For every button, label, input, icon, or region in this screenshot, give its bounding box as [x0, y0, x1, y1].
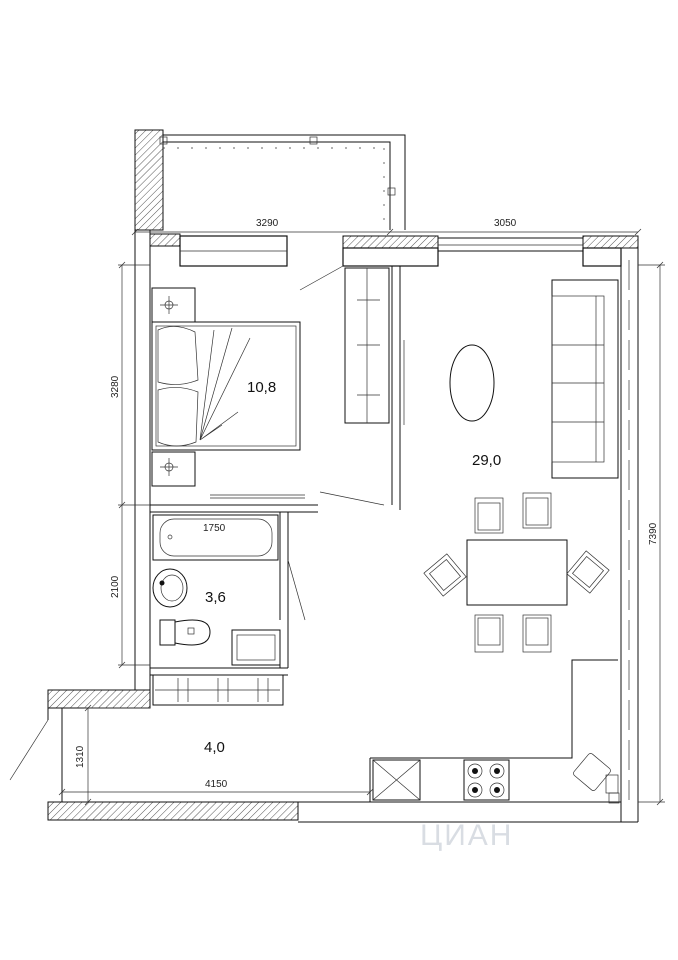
balcony — [134, 129, 406, 231]
pillow-bottom — [157, 387, 199, 447]
living-area-label: 29,0 — [472, 452, 501, 469]
chair — [423, 553, 467, 597]
washing-machine — [231, 629, 281, 666]
kitchen-appliance — [573, 753, 611, 791]
left-bath-dimension: 2100 — [110, 575, 121, 598]
watermark: ЦИАН — [420, 819, 513, 852]
nightstand-bottom — [151, 451, 196, 487]
dimension-lines: 3290 3050 3280 2100 1310 4150 7390 — [58, 218, 665, 806]
hall-area-label: 4,0 — [204, 739, 225, 756]
kitchen-sink — [372, 759, 421, 801]
chair — [522, 492, 552, 529]
sofa — [551, 279, 619, 479]
bathtub — [152, 514, 279, 561]
left-bedroom-dimension: 3280 — [110, 375, 121, 398]
top-left-dimension: 3290 — [256, 218, 279, 229]
pillow-top — [157, 326, 199, 385]
toilet — [159, 619, 211, 646]
cooktop — [463, 759, 510, 801]
chair — [474, 497, 504, 534]
outer-walls — [9, 230, 639, 823]
chair — [474, 614, 504, 653]
top-right-dimension: 3050 — [494, 218, 517, 229]
bath-width-dimension: 1750 — [203, 523, 226, 534]
top-wall-left-hatch — [149, 233, 181, 247]
dining-table — [466, 539, 568, 606]
hall-cabinet — [152, 674, 284, 706]
living-room: 29,0 — [369, 279, 620, 804]
bathroom-area-label: 3,6 — [205, 589, 226, 606]
bedroom-area-label: 10,8 — [247, 379, 276, 396]
left-hall-dimension: 1310 — [75, 745, 86, 768]
balcony-wall-hatch — [134, 129, 164, 231]
bedroom: 10,8 — [150, 265, 401, 513]
top-wall-mid-hatch — [342, 235, 439, 249]
chair — [522, 614, 552, 653]
bottom-wall-hatch — [47, 801, 299, 821]
entrance-wall-hatch — [47, 689, 151, 709]
top-wall-right-hatch — [582, 235, 639, 249]
bathroom: 1750 3,6 — [150, 512, 306, 676]
bed — [151, 321, 301, 451]
sink — [152, 568, 188, 608]
chair — [566, 550, 610, 594]
hall: 4,0 — [152, 674, 284, 756]
bottom-hall-dimension: 4150 — [205, 779, 228, 790]
right-total-dimension: 7390 — [648, 522, 659, 545]
oval-coffee-table — [449, 344, 495, 422]
